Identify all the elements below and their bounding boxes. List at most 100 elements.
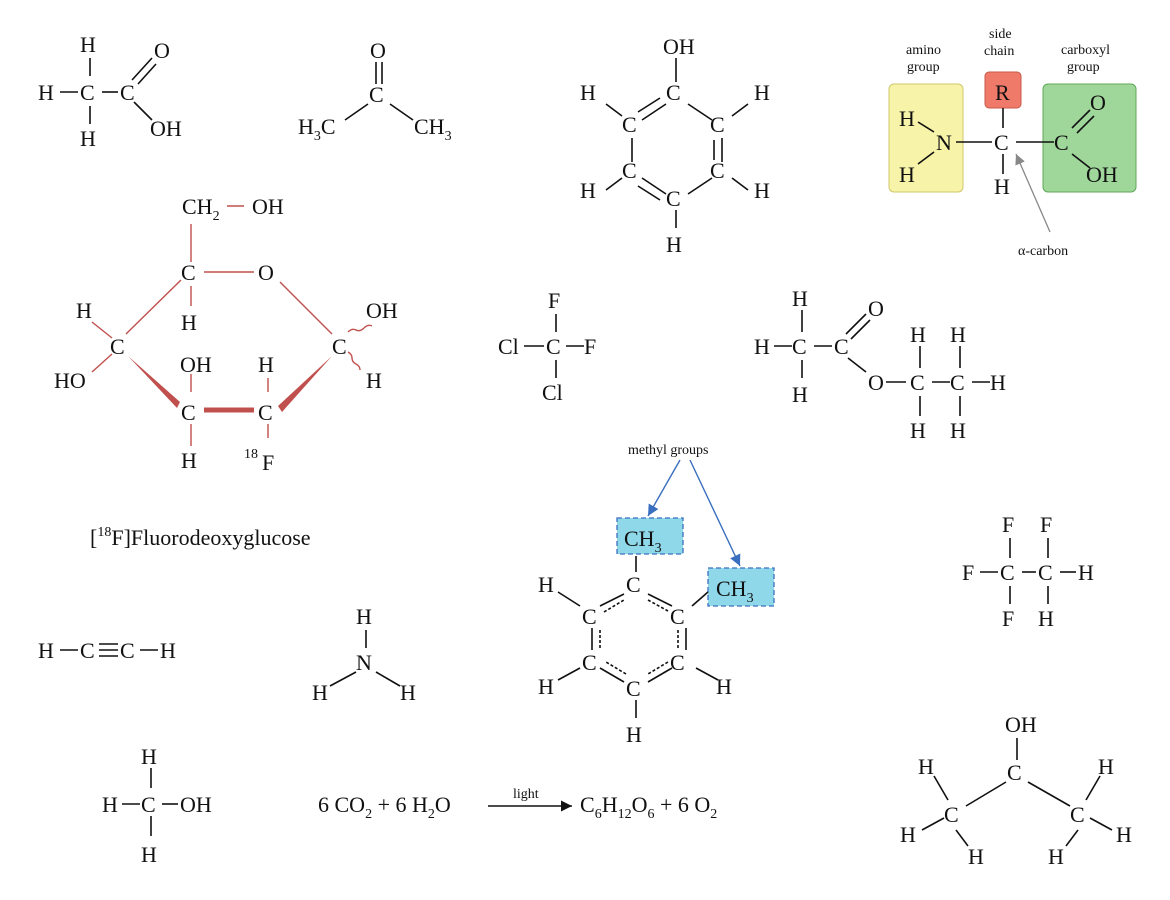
fdg-name: [18F]Fluorodeoxyglucose	[90, 525, 311, 550]
atom-h: H	[538, 572, 554, 597]
atom-cl: Cl	[498, 334, 519, 359]
atom-h: H	[312, 680, 328, 705]
atom-c: C	[546, 334, 561, 359]
atom-c: C	[1007, 760, 1022, 785]
methyl-group-box	[616, 517, 684, 555]
atom-o: O	[1090, 90, 1106, 115]
atom-h: H	[1078, 560, 1094, 585]
atom-c: C	[141, 792, 156, 817]
photosynthesis-equation: 6 CO2 + 6 H2O light C6H12O6 + 6 O2	[318, 787, 717, 822]
atom-h: H	[666, 232, 682, 257]
atom-h: H	[754, 334, 770, 359]
isopropanol-structure: OH C H H C C H H H H	[900, 712, 1132, 869]
atom-h: H	[950, 418, 966, 443]
atom-o: O	[868, 370, 884, 395]
atom-ch2: CH2	[182, 194, 220, 224]
atom-oh: OH	[366, 298, 398, 323]
atom-h: H	[1048, 844, 1064, 869]
atom-c: C	[258, 400, 273, 425]
atom-c: C	[80, 80, 95, 105]
atom-oh: OH	[150, 116, 182, 141]
atom-h: H	[792, 382, 808, 407]
isotope-18: 18	[244, 447, 258, 462]
atom-h: H	[1098, 754, 1114, 779]
atom-c: C	[792, 334, 807, 359]
carboxyl-label-line2: group	[1067, 60, 1100, 75]
atom-c: C	[622, 158, 637, 183]
atom-c: C	[622, 112, 637, 137]
carboxyl-label-line1: carboxyl	[1061, 43, 1110, 58]
atom-c: C	[950, 370, 965, 395]
atom-f: F	[548, 288, 560, 313]
dichlorodifluoromethane-structure: F Cl C F Cl	[498, 288, 596, 405]
atom-f: F	[1002, 512, 1014, 537]
atom-oh: OH	[1005, 712, 1037, 737]
atom-h: H	[80, 32, 96, 57]
atom-o: O	[258, 260, 274, 285]
atom-h: H	[102, 792, 118, 817]
atom-h: H	[356, 604, 372, 629]
atom-c: C	[994, 130, 1009, 155]
atom-f: F	[1040, 512, 1052, 537]
atom-h: H	[990, 370, 1006, 395]
amino-label-line1: amino	[906, 43, 941, 58]
atom-h: H	[994, 174, 1010, 199]
atom-h: H	[792, 286, 808, 311]
equation-products: C6H12O6 + 6 O2	[580, 792, 717, 822]
atom-h: H	[141, 744, 157, 769]
atom-h: H	[538, 674, 554, 699]
atom-f: F	[1002, 606, 1014, 631]
atom-oh: OH	[180, 352, 212, 377]
atom-h: H	[754, 178, 770, 203]
atom-c: C	[1000, 560, 1015, 585]
atom-h: H	[38, 80, 54, 105]
atom-o: O	[154, 38, 170, 63]
atom-h: H	[141, 842, 157, 867]
acetylene-structure: H C C H	[38, 638, 176, 663]
atom-r: R	[995, 80, 1010, 105]
atom-c: C	[910, 370, 925, 395]
atom-h: H	[580, 178, 596, 203]
atom-f: F	[262, 450, 274, 475]
atom-h: H	[400, 680, 416, 705]
atom-c: C	[944, 802, 959, 827]
methyl-groups-label: methyl groups	[628, 443, 709, 458]
atom-c: C	[670, 604, 685, 629]
ethyl-acetate-structure: H H C C H O O H C H H C H H	[754, 286, 1006, 443]
amino-group-box	[888, 83, 964, 193]
atom-h: H	[1116, 822, 1132, 847]
atom-h: H	[580, 80, 596, 105]
atom-c: C	[666, 186, 681, 211]
atom-h: H	[1038, 606, 1054, 631]
fdg-structure: CH2 OH C O H H C HO OH H C OH H C C H 18…	[54, 194, 398, 475]
atom-h: H	[76, 298, 92, 323]
atom-c: C	[582, 650, 597, 675]
atom-h: H	[181, 310, 197, 335]
atom-h: H	[910, 322, 926, 347]
atom-c: C	[626, 572, 641, 597]
atom-h: H	[626, 722, 642, 747]
atom-c: C	[110, 334, 125, 359]
phenol-structure: OH C H H C C C C H H C H	[580, 34, 770, 257]
amino-acid-structure: amino group side chain carboxyl group R …	[888, 27, 1137, 259]
pentafluoroethane-structure: F F F C C H F H	[962, 512, 1094, 631]
atom-oh: OH	[1086, 162, 1118, 187]
atom-h: H	[899, 106, 915, 131]
atom-oh: OH	[663, 34, 695, 59]
atom-c: C	[582, 604, 597, 629]
atom-cl: Cl	[542, 380, 563, 405]
side-chain-label-line2: chain	[984, 44, 1014, 59]
side-chain-label-line1: side	[989, 27, 1012, 42]
atom-c: C	[710, 112, 725, 137]
atom-c: C	[1070, 802, 1085, 827]
atom-h: H	[38, 638, 54, 663]
atom-c: C	[181, 400, 196, 425]
atom-o: O	[370, 38, 386, 63]
atom-h: H	[181, 448, 197, 473]
atom-c: C	[834, 334, 849, 359]
atom-f: F	[962, 560, 974, 585]
atom-c: C	[120, 80, 135, 105]
atom-h: H	[716, 674, 732, 699]
atom-h: H	[258, 352, 274, 377]
